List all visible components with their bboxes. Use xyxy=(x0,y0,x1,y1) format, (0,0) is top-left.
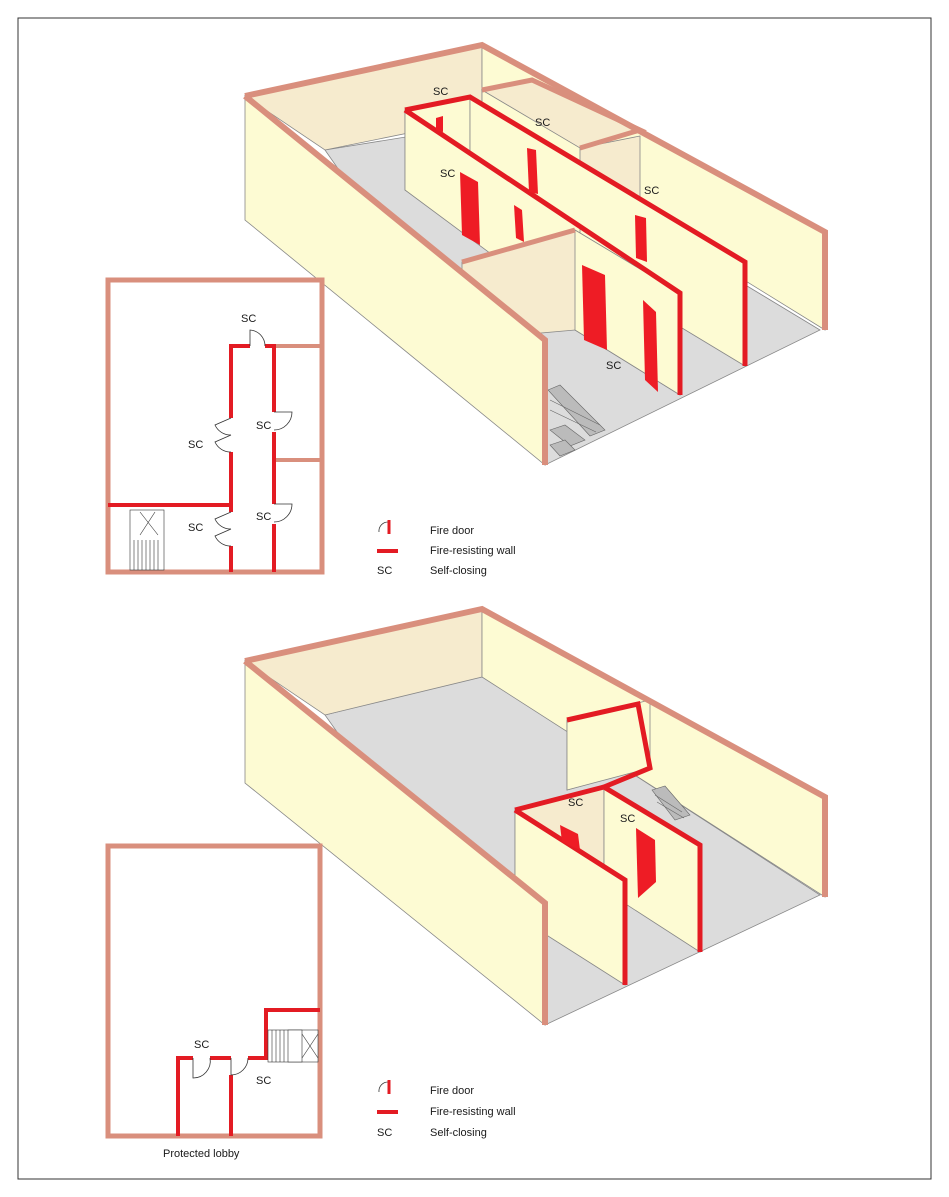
top-legend-fire-door: Fire door xyxy=(430,525,474,537)
bottom-legend-fire-door: Fire door xyxy=(430,1085,474,1097)
top-plan-view: SC SC SC SC SC xyxy=(105,277,325,575)
bottom-plan-sc-label-1: SC xyxy=(194,1039,209,1051)
bottom-legend: Fire door Fire-resisting wall SC Self-cl… xyxy=(377,1080,516,1139)
top-legend-sc-text: Self-closing xyxy=(430,565,487,577)
top-plan-door-gap-3 xyxy=(271,412,278,432)
top-plan-sc-label-2: SC xyxy=(188,439,203,451)
top-iso-fire-door-1 xyxy=(436,116,443,132)
bottom-plan-caption: Protected lobby xyxy=(163,1148,240,1160)
top-iso-sc-label-2: SC xyxy=(535,117,550,129)
bottom-plan-fire-wall-left xyxy=(176,1056,193,1136)
top-iso-sc-label-3: SC xyxy=(440,168,455,180)
bottom-legend-fire-wall: Fire-resisting wall xyxy=(430,1106,516,1118)
top-legend: Fire door Fire-resisting wall SC Self-cl… xyxy=(377,520,516,577)
top-legend-sc-key: SC xyxy=(377,565,392,577)
bottom-iso-fire-wall-1 xyxy=(566,700,703,952)
top-iso-fire-door-3 xyxy=(514,205,524,242)
top-iso-sc-label-1: SC xyxy=(433,86,448,98)
top-plan-sc-label-5: SC xyxy=(256,511,271,523)
top-plan-fire-wall-left xyxy=(229,344,250,572)
bottom-legend-sc-key: SC xyxy=(377,1127,392,1139)
top-iso-fire-door-4 xyxy=(527,148,538,194)
bottom-iso-outer-wall-edge xyxy=(244,605,828,897)
top-plan-sc-label-1: SC xyxy=(241,313,256,325)
bottom-iso-outer-wall-front xyxy=(243,658,548,1025)
bottom-plan-view: SC SC Protected lobby xyxy=(105,843,323,1160)
top-isometric-view: SC SC SC SC SC xyxy=(243,41,828,466)
bottom-plan-sc-label-2: SC xyxy=(256,1075,271,1087)
legend-fire-door-symbol-icon xyxy=(378,521,389,533)
bottom-plan-outline xyxy=(105,843,323,1139)
bottom-plan-fire-wall-stair xyxy=(248,1008,320,1060)
top-plan-sc-label-4: SC xyxy=(188,522,203,534)
bottom-iso-staircase-icon xyxy=(651,785,691,821)
bottom-plan-staircase-icon xyxy=(267,1029,319,1063)
legend2-fire-door-symbol-icon xyxy=(378,1081,389,1093)
bottom-plan-door-swing-icon xyxy=(192,1057,249,1079)
top-plan-door-gap-2 xyxy=(228,512,235,546)
top-iso-fire-door-2 xyxy=(460,172,480,245)
top-iso-fire-door-7 xyxy=(643,300,658,392)
top-plan-door-gap-4 xyxy=(271,504,278,524)
top-iso-sc-label-5: SC xyxy=(606,360,621,372)
bottom-legend-sc-text: Self-closing xyxy=(430,1127,487,1139)
top-iso-room-wall-top-2 xyxy=(481,77,648,151)
top-plan-door-swing-icon xyxy=(214,329,293,547)
top-iso-fire-wall-1 xyxy=(404,94,748,366)
bottom-iso-fire-door-2 xyxy=(636,828,656,898)
page-frame xyxy=(17,17,932,1180)
top-plan-staircase-icon xyxy=(129,509,165,571)
top-iso-fire-wall-2 xyxy=(403,107,683,395)
bottom-iso-sc-label-1: SC xyxy=(568,797,583,809)
bottom-iso-fire-wall-3 xyxy=(513,807,628,985)
bottom-iso-fire-door-1 xyxy=(560,825,580,850)
bottom-iso-sc-label-2: SC xyxy=(620,813,635,825)
top-plan-fire-wall-right xyxy=(265,344,276,572)
top-iso-sc-label-4: SC xyxy=(644,185,659,197)
top-iso-room-wall-top xyxy=(461,227,576,265)
top-iso-fire-door-6 xyxy=(582,265,607,350)
bottom-isometric-view: SC SC xyxy=(243,605,828,1026)
bottom-iso-fire-wall-2 xyxy=(514,784,605,813)
top-legend-fire-wall: Fire-resisting wall xyxy=(430,545,516,557)
top-iso-outer-wall-edge xyxy=(244,41,828,330)
top-iso-staircase-icon xyxy=(547,384,606,457)
top-iso-fire-door-5 xyxy=(635,215,647,262)
top-plan-sc-label-3: SC xyxy=(256,420,271,432)
top-plan-door-gap-1 xyxy=(228,418,235,452)
top-iso-outer-wall-front xyxy=(243,93,548,465)
